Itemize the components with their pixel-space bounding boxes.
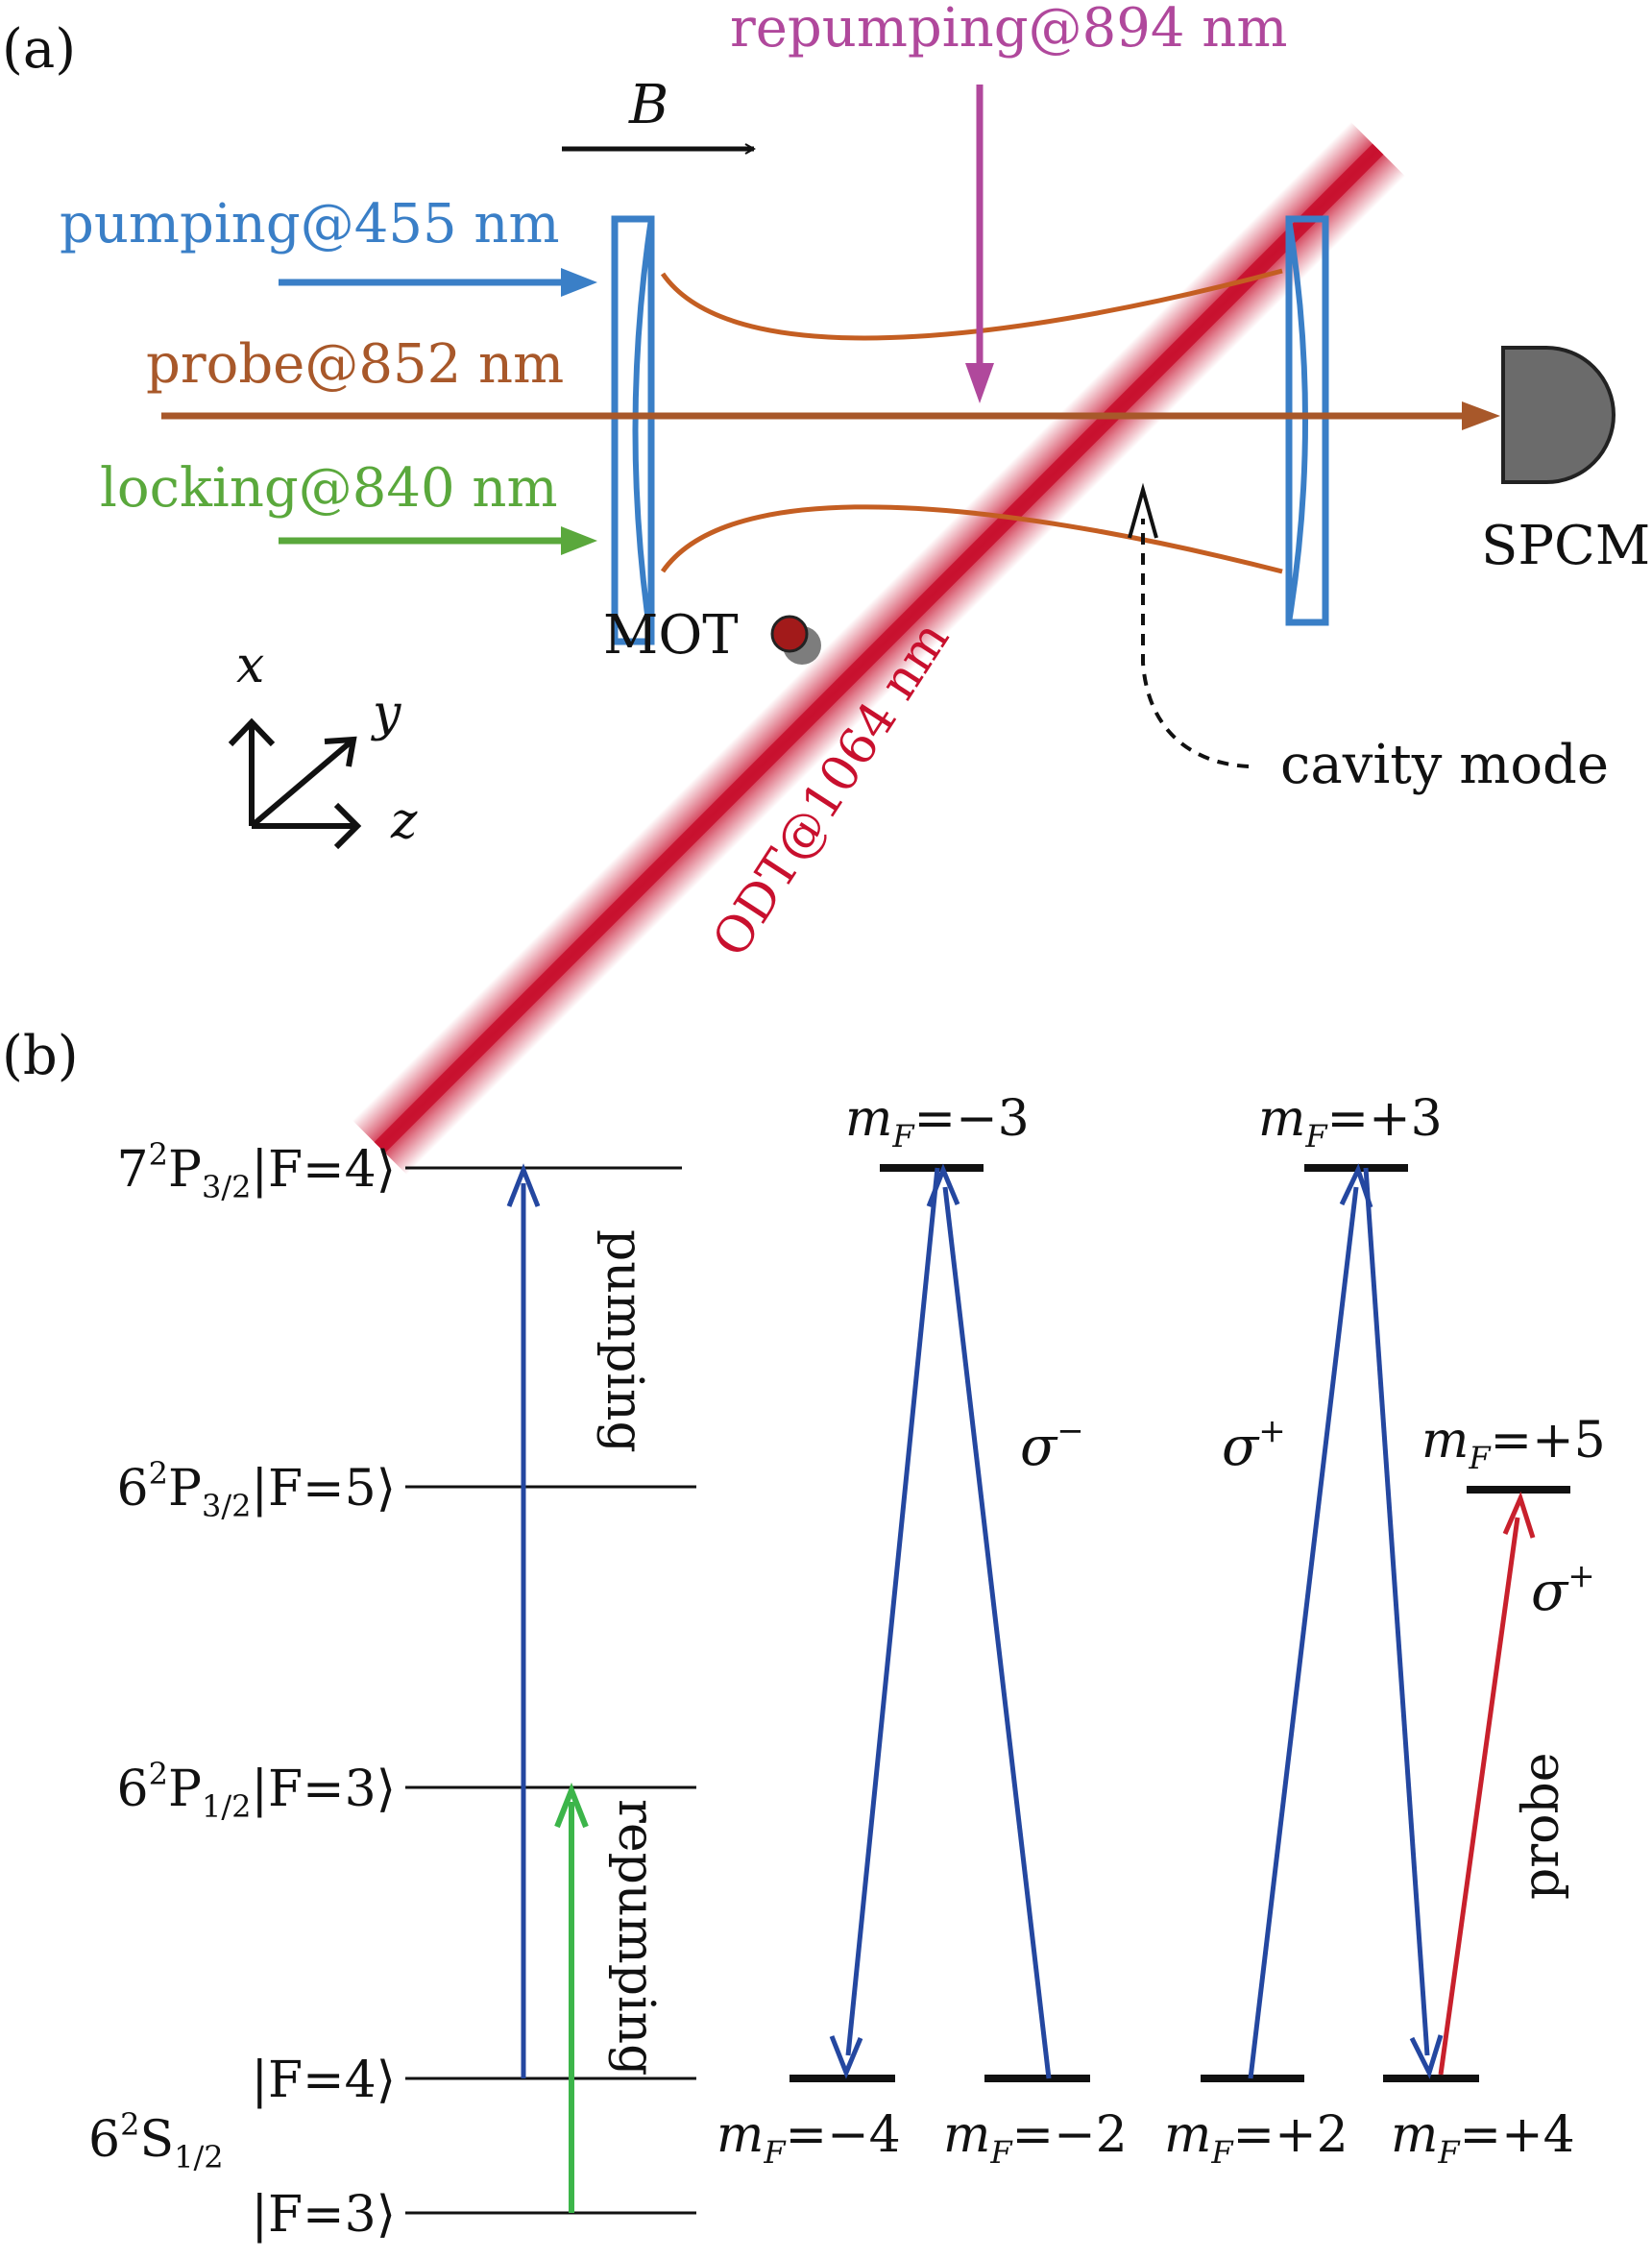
left-mirror (611, 215, 655, 645)
sublevel-label-mf-plus3: mF=+3 (1258, 1090, 1443, 1154)
level-label-6p12-f3: 62P1/2|F=3⟩ (117, 1756, 397, 1825)
probe-transition-head (1502, 1491, 1536, 1539)
sublevel-label-mf-minus4: mF=−4 (717, 2106, 901, 2171)
panel-a-label: (a) (2, 18, 76, 81)
spcm-detector (1501, 346, 1616, 484)
sigma-minus-down-transition (845, 1167, 940, 2056)
pumping-label: pumping@455 nm (60, 193, 560, 255)
level-label-6p32-f5: 62P3/2|F=5⟩ (117, 1455, 397, 1524)
sublevel-label-mf-minus3: mF=−3 (845, 1090, 1030, 1154)
sigma-plus-label-1: σ+ (1222, 1412, 1286, 1478)
coordinate-axes (228, 717, 362, 850)
repumping-transition-head (554, 1782, 589, 1829)
sigma-plus-down-head (1409, 2034, 1444, 2079)
sublevel-label-mf-plus4: mF=+4 (1391, 2106, 1575, 2171)
level-label-f3: |F=3⟩ (251, 2186, 396, 2244)
panel-a: (a) ODT@1064 nm probe@852 nm pumping@455… (2, 0, 1650, 1176)
b-field-label: B (628, 74, 668, 136)
sigma-minus-down-head (829, 2035, 863, 2079)
mot-atom-cloud (770, 615, 809, 653)
sigma-plus-down-transition (1363, 1167, 1430, 2056)
pumping-transition-label: pumping (595, 1229, 653, 1453)
sigma-plus-up-transition (1248, 1186, 1359, 2079)
cavity-mode-pointer (1141, 519, 1250, 768)
axis-z-label: z (390, 792, 418, 850)
probe-transition (1438, 1517, 1520, 2076)
cavity-mode-label: cavity mode (1280, 734, 1609, 796)
cavity-mode-lower (660, 504, 1283, 574)
left-mirror-surface (632, 218, 654, 643)
probe-arrowhead (1462, 401, 1500, 430)
level-label-f4: |F=4⟩ (251, 2052, 396, 2109)
right-mirror (1285, 215, 1329, 626)
sublevel-label-mf-plus2: mF=+2 (1164, 2106, 1348, 2171)
sigma-plus-label-2: σ+ (1531, 1557, 1595, 1623)
right-mirror-surface (1286, 218, 1308, 623)
spcm-label: SPCM (1481, 515, 1650, 577)
cavity-mode-pointer-head (1128, 482, 1158, 539)
pumping-transition-head (506, 1163, 541, 1207)
odt-beam (352, 121, 1406, 1176)
panel-b-label: (b) (2, 1025, 79, 1087)
sigma-minus-up-transition (942, 1186, 1052, 2079)
level-label-7p32-f4: 72P3/2|F=4⟩ (117, 1136, 397, 1205)
probe-transition-label: probe (1513, 1752, 1570, 1900)
pumping-arrowhead (561, 268, 597, 297)
axis-x-label: x (236, 637, 264, 694)
axis-y-label: y (371, 685, 401, 742)
panel-b: (b) 72P3/2|F=4⟩ 62P3/2|F=5⟩ 62P1/2|F=3⟩ … (2, 1025, 1606, 2244)
probe-label: probe@852 nm (146, 333, 564, 396)
sublevel-label-mf-plus5: mF=+5 (1421, 1412, 1606, 1476)
locking-arrowhead (561, 526, 597, 555)
mot-label: MOT (603, 604, 739, 667)
locking-label: locking@840 nm (100, 457, 558, 520)
repumping-label: repumping@894 nm (730, 0, 1287, 60)
cavity-mode-upper (660, 268, 1283, 341)
level-label-6s12: 62S1/2 (88, 2106, 224, 2175)
repumping-transition-label: repumping (607, 1799, 665, 2076)
sigma-minus-label: σ− (1020, 1412, 1084, 1478)
repumping-arrowhead (965, 363, 994, 403)
sublevel-label-mf-minus2: mF=−2 (943, 2106, 1128, 2171)
